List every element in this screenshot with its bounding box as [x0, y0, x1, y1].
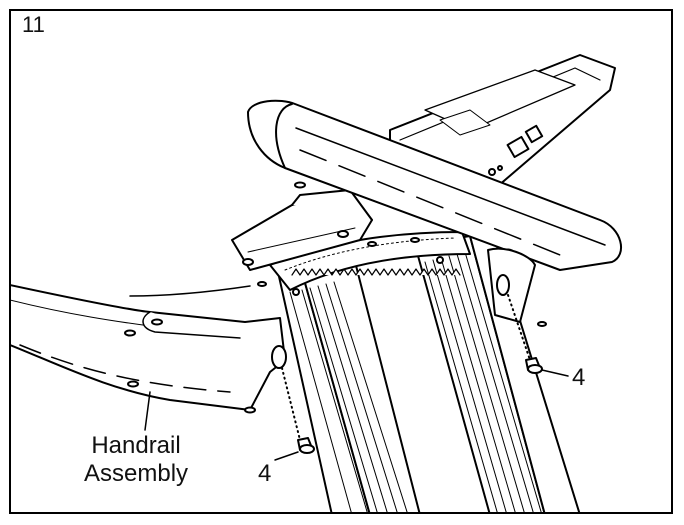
console-crossbar	[247, 99, 622, 271]
right-handrail	[487, 247, 547, 327]
left-screw-assembly	[271, 345, 315, 461]
left-upright	[277, 249, 421, 512]
left-screw-icon	[297, 437, 315, 454]
left-screw-callout: 4	[258, 460, 272, 487]
right-screw-assembly	[507, 294, 569, 377]
step-number: 11	[22, 12, 45, 37]
handrail-label-line1: Handrail	[91, 432, 181, 459]
handrail-label-line2: Assembly	[84, 460, 189, 487]
center-handle	[129, 189, 373, 297]
part-leader-line	[144, 391, 151, 431]
right-screw-icon	[525, 357, 543, 374]
upright-crossbar	[269, 231, 471, 296]
right-screw-callout: 4	[572, 364, 586, 391]
handrail-assembly	[11, 284, 286, 431]
handrail-assembly-label: Handrail Assembly	[84, 432, 188, 488]
